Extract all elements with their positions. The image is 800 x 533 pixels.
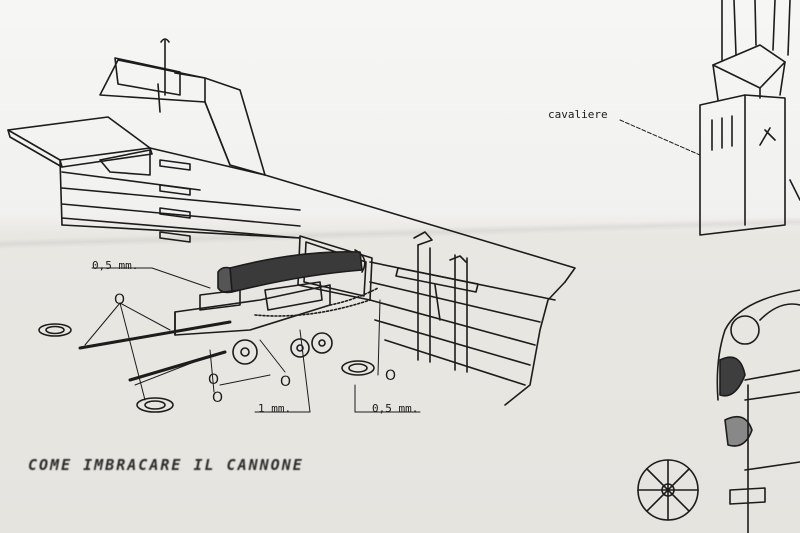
label-dimension-bottom-left: 1 mm. bbox=[258, 402, 292, 415]
marker-o-3: O bbox=[212, 390, 224, 406]
marker-o-4: O bbox=[280, 374, 292, 390]
label-dimension-bottom-right: 0,5 mm. bbox=[372, 402, 419, 415]
hull-section bbox=[7, 38, 576, 406]
marker-o-2: O bbox=[208, 372, 220, 388]
rope-coils bbox=[38, 323, 375, 413]
label-dimension-top: 0,5 mm. bbox=[92, 259, 139, 272]
cavaliere-block bbox=[619, 0, 800, 236]
marker-o-1: O bbox=[114, 292, 126, 308]
cannon-assembly bbox=[174, 249, 379, 365]
marker-o-5: O bbox=[385, 368, 397, 384]
drawing-caption: COME IMBRACARE IL CANNONE bbox=[28, 456, 304, 474]
partial-detail-right bbox=[637, 289, 800, 533]
leader-lines bbox=[84, 267, 421, 413]
label-cavaliere: cavaliere bbox=[548, 108, 608, 121]
rammers bbox=[78, 320, 232, 386]
